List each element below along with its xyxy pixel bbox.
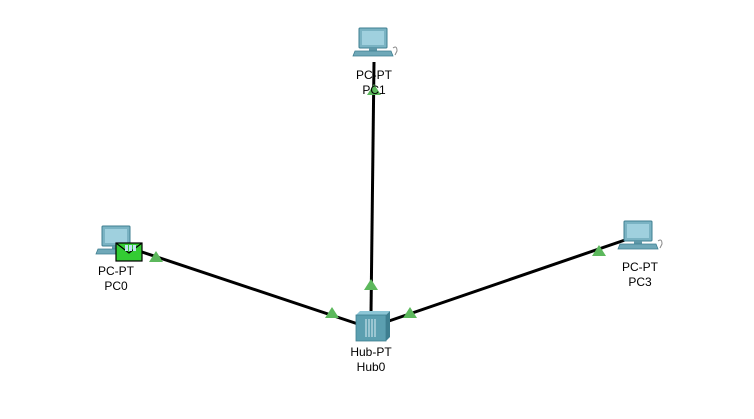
link-up-indicator: [367, 84, 381, 95]
links: [129, 61, 626, 330]
link-pc3-hub0[interactable]: [385, 238, 626, 324]
pdu-envelope-icon[interactable]: [115, 242, 143, 262]
link-up-indicator: [325, 307, 339, 318]
device-pc1[interactable]: [352, 27, 398, 57]
link-up-indicator: [403, 307, 417, 318]
hub0-name-label: Hub0: [356, 360, 386, 374]
device-hub0[interactable]: [355, 311, 390, 342]
pc-icon: [617, 220, 663, 250]
link-up-indicator: [149, 251, 163, 262]
pc1-model-label: PC-PT: [356, 68, 392, 82]
pc0-name-label: PC0: [104, 279, 128, 293]
hub0-model-label: Hub-PT: [350, 345, 392, 359]
pc1-name-label: PC1: [362, 83, 386, 97]
link-indicators: [149, 84, 606, 318]
pc0-model-label: PC-PT: [98, 264, 134, 278]
hub-icon: [355, 311, 390, 342]
pc-icon: [352, 27, 398, 57]
link-up-indicator: [364, 279, 378, 290]
pc3-model-label: PC-PT: [622, 260, 658, 274]
link-up-indicator: [592, 245, 606, 256]
pc3-name-label: PC3: [628, 275, 652, 289]
device-pc3[interactable]: [617, 220, 663, 250]
link-pc1-hub0[interactable]: [369, 61, 376, 315]
